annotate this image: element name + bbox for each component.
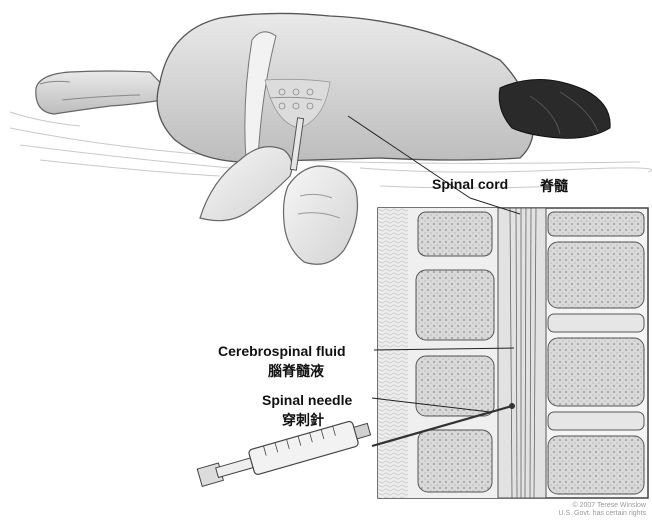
copyright-credit: © 2007 Terese Winslow U.S. Govt. has cer… [558,502,646,518]
cerebrospinal-fluid-label-chinese: 腦脊髓液 [268,361,324,381]
patient-body [36,13,610,162]
spinal-needle-label-chinese: 穿刺針 [282,410,324,430]
spine-cross-section-panel [378,208,648,498]
cerebrospinal-fluid-label: Cerebrospinal fluid [218,343,346,359]
vertebral-bodies [548,212,644,494]
spinal-cord-label: Spinal cord [432,176,508,192]
spinal-needle-label: Spinal needle [262,392,352,408]
credit-line-1: © 2007 Terese Winslow [558,502,646,510]
credit-line-2: U.S. Govt. has certain rights [558,510,646,518]
spinal-cord-label-chinese: 脊髓 [540,176,568,196]
